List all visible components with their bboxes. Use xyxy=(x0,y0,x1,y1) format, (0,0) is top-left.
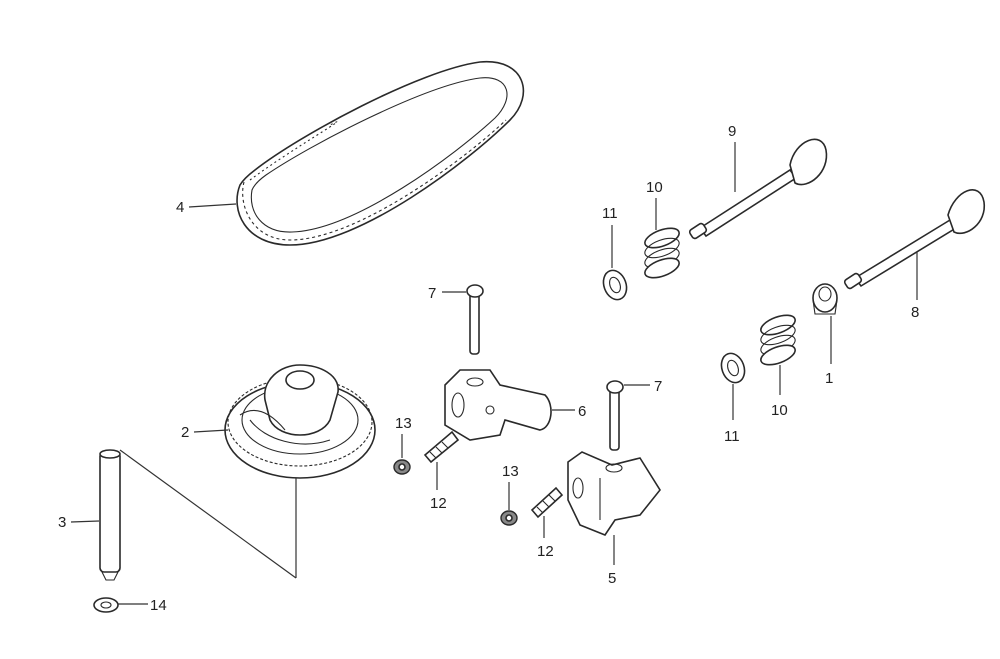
valve-seal xyxy=(812,283,838,315)
timing-pulley xyxy=(224,364,376,479)
svg-text:13: 13 xyxy=(395,415,412,432)
assembly-bracket-lines xyxy=(119,449,297,579)
callout-7-lower: 7 xyxy=(624,378,662,395)
svg-text:4: 4 xyxy=(176,199,184,216)
adjusting-screw-lower xyxy=(530,486,564,519)
lock-nut-lower xyxy=(500,510,518,526)
shaft-washer xyxy=(93,597,119,613)
rocker-pin-upper xyxy=(466,284,484,355)
callout-10-upper: 10 xyxy=(646,179,663,230)
callout-11-upper: 11 xyxy=(602,205,618,268)
callout-14: 14 xyxy=(118,597,167,614)
pulley-shaft xyxy=(99,449,121,581)
svg-text:3: 3 xyxy=(58,514,66,531)
callout-3: 3 xyxy=(58,514,100,531)
valve-lower xyxy=(843,189,985,290)
valve-spring-upper xyxy=(644,227,680,279)
callout-10-lower: 10 xyxy=(771,365,788,419)
callout-12-upper: 12 xyxy=(430,462,447,512)
svg-text:1: 1 xyxy=(825,370,833,387)
svg-text:12: 12 xyxy=(430,495,447,512)
svg-text:2: 2 xyxy=(181,424,189,441)
svg-text:7: 7 xyxy=(428,285,436,302)
rocker-arm-6 xyxy=(444,369,552,441)
callout-4: 4 xyxy=(176,199,237,216)
callout-11-lower: 11 xyxy=(724,384,740,445)
svg-text:11: 11 xyxy=(724,428,740,445)
callout-8: 8 xyxy=(911,252,919,321)
spring-retainer-upper xyxy=(602,269,628,301)
svg-text:10: 10 xyxy=(771,402,788,419)
svg-text:10: 10 xyxy=(646,179,663,196)
callout-12-lower: 12 xyxy=(537,516,554,560)
timing-belt xyxy=(236,61,525,246)
svg-text:8: 8 xyxy=(911,304,919,321)
svg-text:11: 11 xyxy=(602,205,618,222)
callout-5: 5 xyxy=(608,535,616,587)
callout-7-upper: 7 xyxy=(428,285,466,302)
callout-1: 1 xyxy=(825,316,833,387)
svg-text:5: 5 xyxy=(608,570,616,587)
svg-text:13: 13 xyxy=(502,463,519,480)
svg-text:9: 9 xyxy=(728,123,736,140)
svg-text:7: 7 xyxy=(654,378,662,395)
svg-text:12: 12 xyxy=(537,543,554,560)
callout-6: 6 xyxy=(552,403,586,420)
adjusting-screw-upper xyxy=(423,430,460,464)
spring-retainer-lower xyxy=(720,352,746,384)
svg-text:14: 14 xyxy=(150,597,167,614)
valve-upper xyxy=(688,138,828,240)
rocker-pin-lower xyxy=(606,380,624,451)
callout-13-upper: 13 xyxy=(395,415,412,458)
callout-2: 2 xyxy=(181,424,229,441)
valve-spring-lower xyxy=(760,314,796,366)
lock-nut-upper xyxy=(393,459,411,475)
svg-text:6: 6 xyxy=(578,403,586,420)
callout-13-lower: 13 xyxy=(502,463,519,510)
callout-9: 9 xyxy=(728,123,736,192)
rocker-arm-5 xyxy=(567,451,661,536)
